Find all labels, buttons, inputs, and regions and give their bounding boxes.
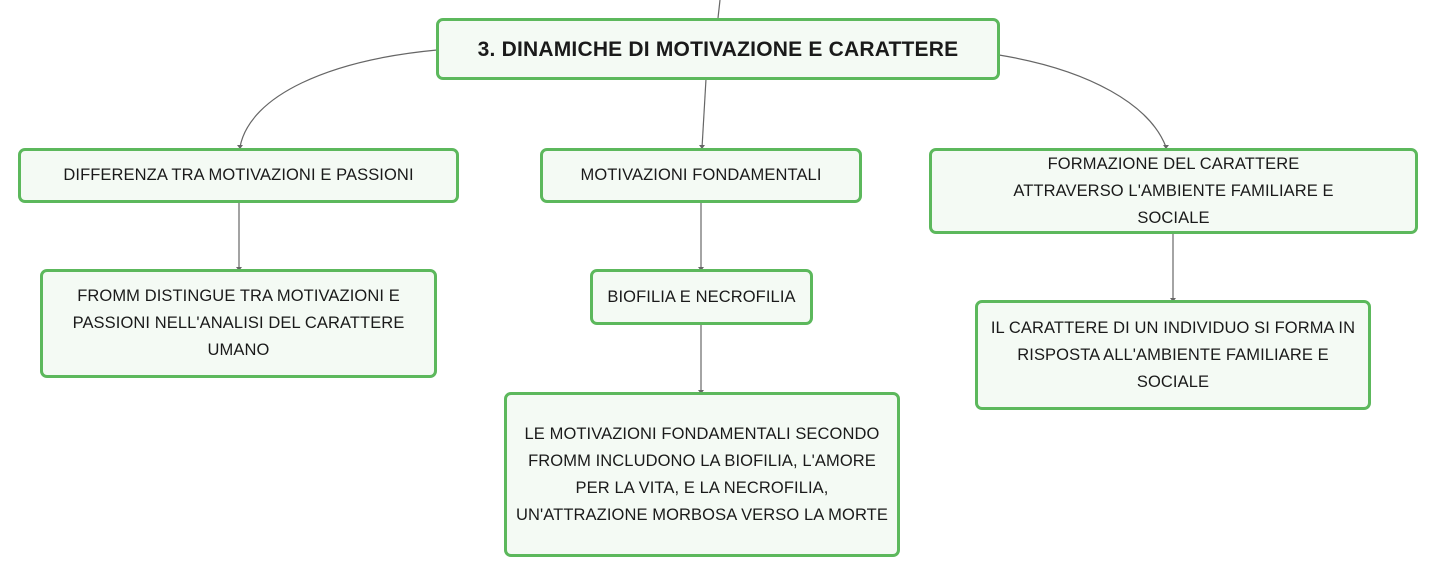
- leaf-node-carattere-individuo[interactable]: IL CARATTERE DI UN INDIVIDUO SI FORMA IN…: [975, 300, 1371, 410]
- root-topic-node[interactable]: 3. DINAMICHE DI MOTIVAZIONE E CARATTERE: [436, 18, 1000, 80]
- connector-root-to-branch-2: [701, 78, 707, 149]
- arrowhead-branch-2: [699, 145, 705, 149]
- leaf-node-fromm-distingue[interactable]: FROMM DISTINGUE TRA MOTIVAZIONI E PASSIO…: [40, 269, 437, 378]
- branch-node-motivazioni-fondamentali[interactable]: MOTIVAZIONI FONDAMENTALI: [540, 148, 862, 203]
- branch-label: DIFFERENZA TRA MOTIVAZIONI E PASSIONI: [63, 166, 414, 184]
- subbranch-label: BIOFILIA E NECROFILIA: [607, 287, 796, 306]
- branch-label: MOTIVAZIONI FONDAMENTALI: [580, 166, 822, 184]
- connector-root-to-branch-3: [998, 54, 1167, 148]
- branch-node-formazione-carattere[interactable]: FORMAZIONE DEL CARATTERE ATTRAVERSO L'AM…: [929, 148, 1418, 234]
- arrowhead-branch-3: [1163, 145, 1169, 149]
- branch-node-differenza[interactable]: DIFFERENZA TRA MOTIVAZIONI E PASSIONI: [18, 148, 459, 203]
- root-topic-label: 3. DINAMICHE DI MOTIVAZIONE E CARATTERE: [477, 37, 959, 61]
- arrowhead-branch-1: [237, 145, 243, 149]
- leaf-label: FROMM DISTINGUE TRA MOTIVAZIONI E PASSIO…: [72, 287, 405, 359]
- subbranch-node-biofilia-necrofilia[interactable]: BIOFILIA E NECROFILIA: [590, 269, 813, 325]
- leaf-node-motivazioni-secondo-fromm[interactable]: LE MOTIVAZIONI FONDAMENTALI SECONDO FROM…: [504, 392, 900, 557]
- connector-parent-to-root: [717, 0, 721, 19]
- leaf-label: LE MOTIVAZIONI FONDAMENTALI SECONDO FROM…: [516, 424, 888, 524]
- leaf-label: IL CARATTERE DI UN INDIVIDUO SI FORMA IN…: [990, 318, 1356, 391]
- branch-label: FORMAZIONE DEL CARATTERE ATTRAVERSO L'AM…: [1013, 154, 1334, 227]
- connector-root-to-branch-1: [239, 49, 438, 148]
